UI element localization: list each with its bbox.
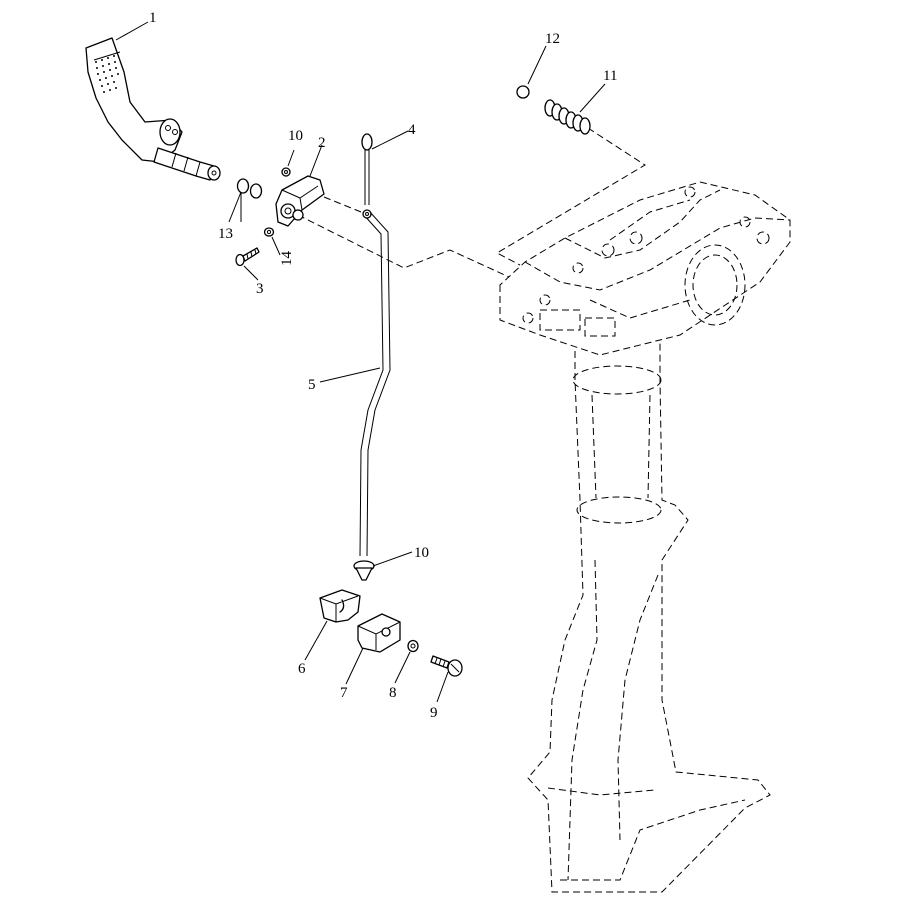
washer-14 [263, 227, 275, 237]
callout-11: 11 [603, 68, 617, 84]
cotter-pin [361, 133, 373, 205]
clamp-block-6 [319, 589, 361, 623]
lower-housing [527, 339, 771, 893]
callout-10-upper: 10 [288, 128, 303, 144]
leader-lines [115, 21, 606, 703]
bolt-9 [430, 655, 463, 677]
callout-12: 12 [545, 31, 560, 47]
spring-11 [544, 99, 591, 135]
callouts: 1 2 3 4 5 6 7 8 9 10 10 11 12 13 14 [149, 10, 617, 721]
washer-upper [281, 167, 291, 177]
callout-10-lower: 10 [414, 545, 429, 561]
screw-3 [235, 247, 260, 267]
callout-14: 14 [279, 251, 295, 267]
handle-grip [85, 37, 221, 181]
washer-8 [407, 639, 419, 653]
grip-texture [95, 55, 119, 93]
callout-3: 3 [256, 281, 264, 297]
upper-mount [499, 181, 791, 356]
rod-bracket [275, 175, 325, 227]
callout-6: 6 [298, 661, 306, 677]
callout-13: 13 [218, 226, 233, 242]
callout-7: 7 [340, 685, 348, 701]
callout-9: 9 [430, 705, 438, 721]
grommet-lower [353, 560, 375, 581]
callout-2: 2 [318, 135, 326, 151]
callout-5: 5 [308, 377, 316, 393]
shift-rod [359, 209, 391, 557]
assembly-lines [297, 127, 646, 283]
o-rings [236, 178, 263, 199]
callout-1: 1 [149, 10, 157, 26]
callout-4: 4 [408, 122, 416, 138]
callout-8: 8 [389, 685, 397, 701]
clamp-block-7 [357, 613, 401, 653]
ball-12 [516, 85, 530, 99]
